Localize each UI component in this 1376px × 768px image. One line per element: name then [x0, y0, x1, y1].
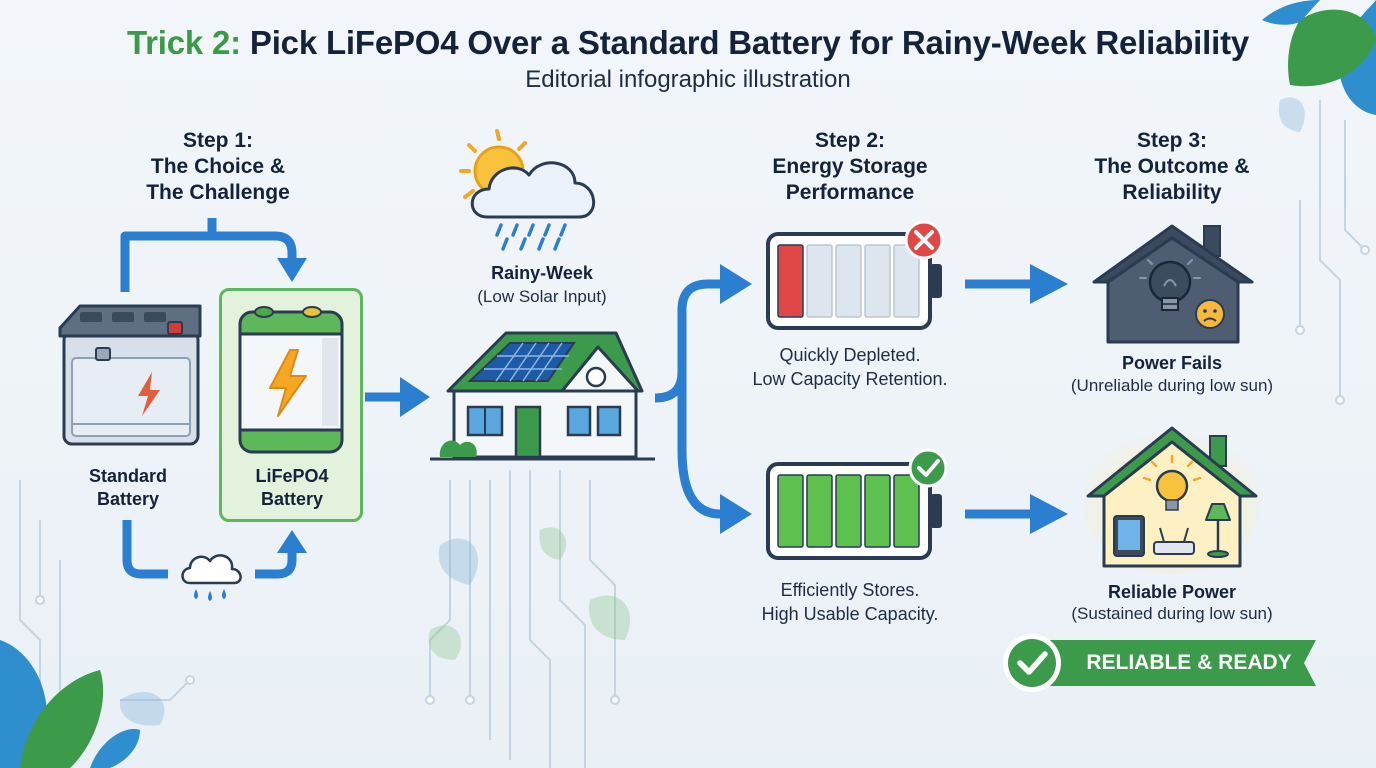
title-prefix: Trick 2:: [126, 24, 241, 61]
efficient-description: Efficiently Stores. High Usable Capacity…: [720, 578, 980, 626]
step2-heading-line1: Step 2:: [814, 129, 885, 152]
lifepo4-label-line2: Battery: [260, 489, 324, 509]
step1-heading-line2: The Choice &: [150, 155, 286, 178]
rain-cloud-icon: [181, 554, 242, 601]
title-main: Pick LiFePO4 Over a Standard Battery for…: [249, 24, 1250, 61]
full-battery-cell: [806, 474, 833, 548]
depleted-battery-cell: [806, 244, 833, 318]
lit-house-icon: [1082, 426, 1262, 574]
badge-text: RELIABLE & READY: [1086, 651, 1292, 674]
page-subtitle: Editorial infographic illustration: [525, 66, 851, 93]
full-battery-cell: [777, 474, 804, 548]
power-fails-subtitle: (Unreliable during low sun): [1070, 376, 1274, 395]
solar-house-icon: [430, 331, 655, 461]
reliable-power-title: Reliable Power: [1107, 582, 1237, 602]
sun-rain-cloud-icon: [459, 129, 596, 251]
lifepo4-battery-label: LiFePO4 Battery: [222, 465, 362, 511]
power-fails-title: Power Fails: [1121, 353, 1223, 373]
step3-heading-line3: Reliability: [1122, 181, 1222, 204]
step1-heading: Step 1: The Choice & The Challenge: [113, 128, 323, 206]
full-battery-icon: [766, 448, 948, 560]
standard-battery-icon: [58, 304, 202, 446]
full-battery-cell: [864, 474, 891, 548]
full-battery-cell: [835, 474, 862, 548]
step1-heading-line1: Step 1:: [182, 129, 253, 152]
depleted-desc-line1: Quickly Depleted.: [779, 345, 921, 365]
reliable-power-subtitle: (Sustained during low sun): [1071, 604, 1273, 623]
weather-title: Rainy-Week: [491, 263, 593, 283]
standard-label-line2: Battery: [96, 489, 160, 509]
efficient-desc-line1: Efficiently Stores.: [780, 580, 920, 600]
depleted-battery-cell: [864, 244, 891, 318]
depleted-battery-cell: [835, 244, 862, 318]
step2-heading: Step 2: Energy Storage Performance: [745, 128, 955, 206]
step2-heading-line2: Energy Storage: [772, 155, 928, 178]
standard-battery-label: Standard Battery: [58, 465, 198, 511]
depleted-description: Quickly Depleted. Low Capacity Retention…: [720, 343, 980, 391]
dark-house-icon: [1092, 224, 1254, 344]
step2-heading-line3: Performance: [785, 181, 915, 204]
depleted-battery-cell: [777, 244, 804, 318]
full-battery-cell: [893, 474, 920, 548]
page-title: Trick 2: Pick LiFePO4 Over a Standard Ba…: [0, 24, 1376, 62]
lifepo4-label-line1: LiFePO4: [255, 466, 329, 486]
lifepo4-battery-icon: [238, 306, 344, 454]
depleted-battery-icon: [766, 220, 944, 330]
step3-heading-line1: Step 3:: [1136, 129, 1207, 152]
step3-heading: Step 3: The Outcome & Reliability: [1062, 128, 1282, 206]
weather-subtitle: (Low Solar Input): [477, 287, 607, 306]
efficient-desc-line2: High Usable Capacity.: [761, 604, 939, 624]
step1-heading-line3: The Challenge: [146, 181, 290, 204]
step3-heading-line2: The Outcome &: [1094, 155, 1250, 178]
reliable-ready-badge: [1003, 634, 1316, 692]
standard-label-line1: Standard: [88, 466, 167, 486]
depleted-desc-line2: Low Capacity Retention.: [752, 369, 948, 389]
